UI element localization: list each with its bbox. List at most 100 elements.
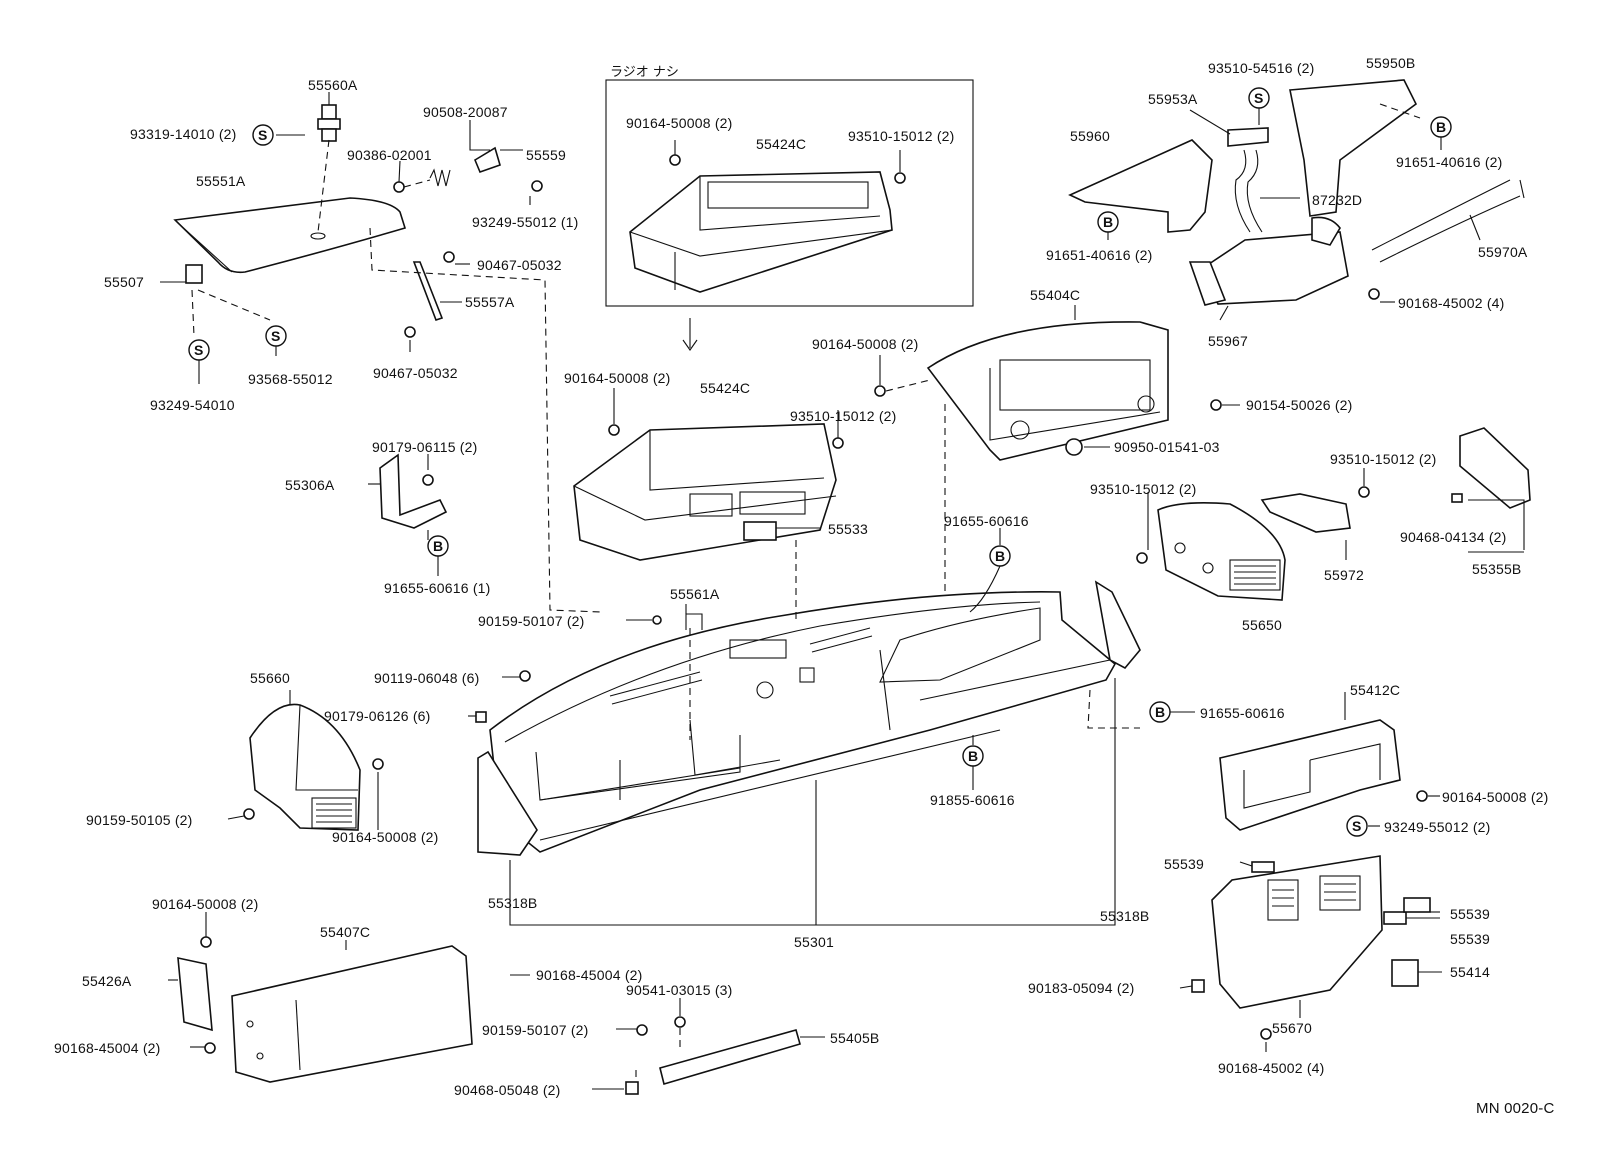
air-duct-parts: [1068, 79, 1525, 306]
label-55539-c: 55539: [1450, 931, 1490, 947]
label-55318B-left: 55318B: [488, 895, 538, 911]
svg-text:B: B: [995, 548, 1005, 564]
label-90467-05032-b: 90467-05032: [373, 365, 458, 381]
label-55539-a: 55539: [1164, 856, 1204, 872]
svg-text:S: S: [194, 342, 203, 358]
bracket-55306A: [379, 453, 448, 540]
symbol-circles: S S S B S B B B B B S: [188, 87, 1452, 837]
label-55405B: 55405B: [830, 1030, 880, 1046]
label-55557A: 55557A: [465, 294, 515, 310]
label-90159-50107-top: 90159-50107 (2): [478, 613, 585, 629]
label-55355B: 55355B: [1472, 561, 1522, 577]
lower-panel-55407C: [231, 945, 473, 1083]
hinge-55507: [185, 264, 271, 337]
label-55950B: 55950B: [1366, 55, 1416, 71]
bracket-55426A: [177, 936, 216, 1054]
label-87232D: 87232D: [1312, 192, 1363, 208]
label-90541-03015: 90541-03015 (3): [626, 982, 733, 998]
label-91855-60616: 91855-60616: [930, 792, 1015, 808]
label-91655-60616-1: 91655-60616 (1): [384, 580, 491, 596]
label-90164-50008-412: 90164-50008 (2): [1442, 789, 1549, 805]
label-93510-15012-r: 93510-15012 (2): [1330, 451, 1437, 467]
stay-55557A: [369, 227, 601, 613]
label-90119-06048: 90119-06048 (6): [374, 670, 480, 686]
label-55539-b: 55539: [1450, 906, 1490, 922]
side-vent-55650: [1136, 502, 1286, 601]
label-90168-45004-a: 90168-45004 (2): [536, 967, 643, 983]
svg-text:S: S: [271, 328, 280, 344]
label-93319-14010: 93319-14010 (2): [130, 126, 237, 142]
label-90159-50107-bot: 90159-50107 (2): [482, 1022, 589, 1038]
label-55507: 55507: [104, 274, 144, 290]
instrument-panel-55301: [475, 540, 1141, 856]
cluster-hood-55404C: [874, 321, 1222, 625]
label-93510-15012-mid: 93510-15012 (2): [790, 408, 897, 424]
label-55412C: 55412C: [1350, 682, 1401, 698]
label-93510-54516: 93510-54516 (2): [1208, 60, 1315, 76]
label-91651-40616-r: 91651-40616 (2): [1396, 154, 1503, 170]
label-55972: 55972: [1324, 567, 1364, 583]
label-93510-15012-inset: 93510-15012 (2): [848, 128, 955, 144]
label-90164-50008-mid: 90164-50008 (2): [564, 370, 671, 386]
label-55426A: 55426A: [82, 973, 132, 989]
label-93510-15012-650: 93510-15012 (2): [1090, 481, 1197, 497]
label-91655-60616-mid: 91655-60616: [1200, 705, 1285, 721]
label-90164-50008-404: 90164-50008 (2): [812, 336, 919, 352]
label-90179-06115: 90179-06115 (2): [372, 439, 478, 455]
lock-cylinder-55560A: [317, 92, 341, 233]
label-55967: 55967: [1208, 333, 1248, 349]
label-55559: 55559: [526, 147, 566, 163]
side-vent-55660: [243, 703, 384, 831]
center-cluster-55424C: [573, 423, 844, 561]
label-55306A: 55306A: [285, 477, 335, 493]
svg-text:S: S: [258, 127, 267, 143]
label-90164-50008-426: 90164-50008 (2): [152, 896, 259, 912]
panel-55355B: [1451, 427, 1531, 509]
label-55670: 55670: [1272, 1020, 1312, 1036]
label-90508-20087: 90508-20087: [423, 104, 508, 120]
label-55561A: 55561A: [670, 586, 720, 602]
label-55551A: 55551A: [196, 173, 246, 189]
label-90468-05048: 90468-05048 (2): [454, 1082, 561, 1098]
label-55533: 55533: [828, 521, 868, 537]
label-90159-50105: 90159-50105 (2): [86, 812, 193, 828]
label-90164-50008-660: 90164-50008 (2): [332, 829, 439, 845]
console-panel-55412C: [1219, 719, 1428, 831]
label-90468-04134: 90468-04134 (2): [1400, 529, 1507, 545]
no-radio-inset-box: [605, 79, 974, 351]
label-90183-05094: 90183-05094 (2): [1028, 980, 1135, 996]
label-55407C: 55407C: [320, 924, 371, 940]
label-90154-50026: 90154-50026 (2): [1246, 397, 1353, 413]
svg-text:S: S: [1254, 90, 1263, 106]
svg-text:B: B: [968, 748, 978, 764]
trim-strip-55405B: [625, 1016, 801, 1095]
svg-text:B: B: [433, 538, 443, 554]
label-91651-40616-l: 91651-40616 (2): [1046, 247, 1153, 263]
label-90179-06126: 90179-06126 (6): [324, 708, 431, 724]
label-90386-02001: 90386-02001: [347, 147, 432, 163]
drawing-code: MN 0020-C: [1476, 1100, 1555, 1117]
label-55560A: 55560A: [308, 77, 358, 93]
glove-box-door-55551A: [173, 197, 407, 274]
label-90168-45004-b: 90168-45004 (2): [54, 1040, 161, 1056]
label-55318B-right: 55318B: [1100, 908, 1150, 924]
label-55414: 55414: [1450, 964, 1490, 980]
duct-55972: [1260, 486, 1370, 533]
label-93568-55012: 93568-55012: [248, 371, 333, 387]
label-93249-55012-1: 93249-55012 (1): [472, 214, 579, 230]
label-90164-50008-inset: 90164-50008 (2): [626, 115, 733, 131]
label-90168-45002-bot: 90168-45002 (4): [1218, 1060, 1325, 1076]
label-55650: 55650: [1242, 617, 1282, 633]
label-90950-01541-03: 90950-01541-03: [1114, 439, 1220, 455]
leader-lines: [160, 108, 1525, 1090]
label-55404C: 55404C: [1030, 287, 1081, 303]
label-55953A: 55953A: [1148, 91, 1198, 107]
svg-text:B: B: [1155, 704, 1165, 720]
svg-text:B: B: [1436, 119, 1446, 135]
lower-console-55670: [1191, 855, 1431, 1040]
label-55970A: 55970A: [1478, 244, 1528, 260]
label-55660: 55660: [250, 670, 290, 686]
label-55424C-mid: 55424C: [700, 380, 751, 396]
label-55301: 55301: [794, 934, 834, 950]
